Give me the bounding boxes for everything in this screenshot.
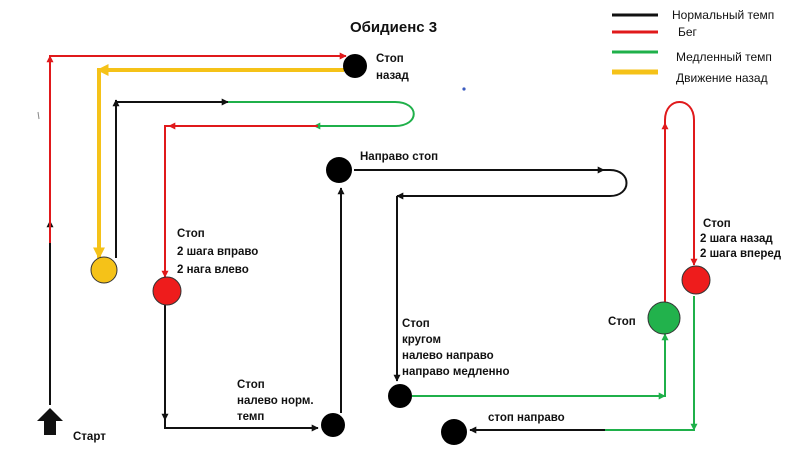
label-right-stop: Направо стоп — [360, 151, 438, 163]
stop-left-normal-circle — [321, 413, 345, 437]
stray-dot — [462, 87, 466, 91]
label-stop-back-2: назад — [376, 70, 409, 82]
legend-label-run: Бег — [678, 25, 698, 39]
label-stop-turn-3: налево направо — [402, 350, 494, 362]
label-stop-back-forward-3: 2 шага вперед — [700, 248, 782, 260]
label-stop-right-left-1: Стоп — [177, 228, 205, 240]
start-arrow-icon — [37, 408, 63, 435]
label-stop-green: Стоп — [608, 316, 636, 328]
stop-red-circle-right — [681, 265, 711, 295]
label-stop-turn-2: кругом — [402, 334, 441, 346]
label-stop-back-1: Стоп — [376, 53, 404, 65]
legend-label-slow: Медленный темп — [676, 50, 772, 64]
stop-final-circle — [441, 419, 467, 445]
label-stop-turn-4: направо медленно — [402, 366, 510, 378]
stop-yellow-circle — [90, 256, 118, 284]
path-slow-right-up — [412, 334, 666, 397]
legend-label-normal: Нормальный темп — [672, 8, 774, 22]
diagram-title: Обидиенс 3 — [350, 19, 437, 36]
label-stop-right-left-3: 2 нага влево — [177, 264, 249, 276]
label-stop-turn-1: Стоп — [402, 318, 430, 330]
path-slow-loop — [228, 101, 415, 127]
path-run-loop — [664, 101, 695, 302]
stop-back-circle — [343, 54, 367, 78]
label-stop-right-end: стоп направо — [488, 412, 565, 424]
stop-red-circle-left — [152, 276, 182, 306]
legend-label-back: Движение назад — [676, 71, 768, 85]
path-normal-loop — [354, 169, 628, 197]
stop-right-circle — [326, 157, 352, 183]
label-stop-left-normal-3: темп — [237, 411, 264, 423]
stray-tick — [37, 111, 40, 120]
path-backward — [97, 68, 344, 258]
stop-turn-circle — [388, 384, 412, 408]
label-stop-left-normal-1: Стоп — [237, 379, 265, 391]
legend: Нормальный темп Бег Медленный темп Движе… — [612, 8, 774, 85]
path-normal-down-right — [164, 305, 318, 429]
label-stop-right-left-2: 2 шага вправо — [177, 246, 258, 258]
label-stop-back-forward-2: 2 шага назад — [700, 233, 773, 245]
label-stop-back-forward-1: Стоп — [703, 218, 731, 230]
path-run-to-stop-back — [49, 55, 344, 243]
label-stop-left-normal-2: налево норм. — [237, 395, 314, 407]
label-start: Старт — [73, 431, 106, 443]
stop-green-circle — [647, 301, 681, 335]
